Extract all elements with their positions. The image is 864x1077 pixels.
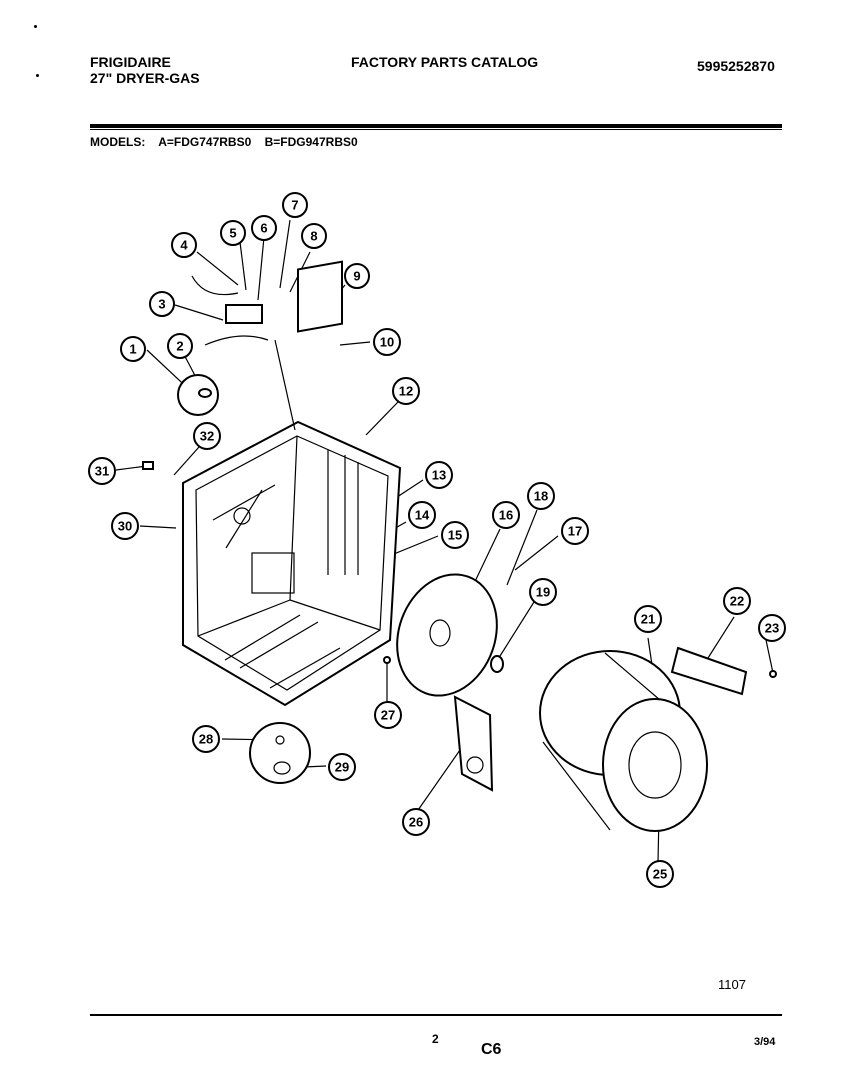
figure-code: 1107 bbox=[718, 977, 746, 992]
svg-text:32: 32 bbox=[200, 429, 214, 444]
callout-31: 31 bbox=[88, 457, 116, 485]
svg-text:5: 5 bbox=[229, 226, 236, 241]
svg-text:10: 10 bbox=[380, 335, 394, 350]
callout-6: 6 bbox=[251, 215, 277, 241]
svg-text:18: 18 bbox=[534, 489, 548, 504]
callout-16: 16 bbox=[492, 501, 520, 529]
scan-speck bbox=[34, 25, 37, 28]
svg-text:30: 30 bbox=[118, 519, 132, 534]
callout-28: 28 bbox=[192, 725, 220, 753]
svg-text:15: 15 bbox=[448, 528, 462, 543]
model-a: A=FDG747RBS0 bbox=[158, 135, 252, 149]
catalog-title: FACTORY PARTS CATALOG bbox=[351, 54, 539, 70]
svg-text:12: 12 bbox=[399, 384, 413, 399]
svg-text:4: 4 bbox=[180, 238, 188, 253]
callout-1: 1 bbox=[120, 336, 146, 362]
svg-text:16: 16 bbox=[499, 508, 513, 523]
svg-text:17: 17 bbox=[568, 524, 582, 539]
svg-text:22: 22 bbox=[730, 594, 744, 609]
svg-text:26: 26 bbox=[409, 815, 423, 830]
svg-text:25: 25 bbox=[653, 867, 667, 882]
callout-26: 26 bbox=[402, 808, 430, 836]
callout-4: 4 bbox=[171, 232, 197, 258]
callout-2: 2 bbox=[167, 333, 193, 359]
callout-19: 19 bbox=[529, 578, 557, 606]
svg-text:1: 1 bbox=[129, 342, 136, 357]
scan-speck bbox=[36, 74, 39, 77]
catalog-number: 5995252870 bbox=[697, 58, 775, 74]
callout-5: 5 bbox=[220, 220, 246, 246]
catalog-date: 3/94 bbox=[754, 1036, 776, 1048]
models-row: MODELS: A=FDG747RBS0 B=FDG947RBS0 bbox=[90, 135, 368, 149]
header-rule-thin bbox=[90, 129, 782, 130]
header-rule-thick bbox=[90, 124, 782, 128]
svg-text:14: 14 bbox=[415, 508, 430, 523]
models-label: MODELS: bbox=[90, 135, 146, 149]
callout-13: 13 bbox=[425, 461, 453, 489]
svg-text:23: 23 bbox=[765, 621, 779, 636]
svg-text:9: 9 bbox=[353, 269, 360, 284]
callout-25: 25 bbox=[646, 860, 674, 888]
callout-14: 14 bbox=[408, 501, 436, 529]
svg-text:29: 29 bbox=[335, 760, 349, 775]
svg-text:3: 3 bbox=[158, 297, 165, 312]
svg-text:13: 13 bbox=[432, 468, 446, 483]
callout-12: 12 bbox=[392, 377, 420, 405]
callout-32: 32 bbox=[193, 422, 221, 450]
svg-text:19: 19 bbox=[536, 585, 550, 600]
svg-text:27: 27 bbox=[381, 708, 395, 723]
callout-21: 21 bbox=[634, 605, 662, 633]
svg-text:8: 8 bbox=[310, 229, 317, 244]
callout-30: 30 bbox=[111, 512, 139, 540]
svg-text:6: 6 bbox=[260, 221, 267, 236]
svg-text:7: 7 bbox=[291, 198, 298, 213]
svg-text:2: 2 bbox=[176, 339, 183, 354]
callout-17: 17 bbox=[561, 517, 589, 545]
callout-22: 22 bbox=[723, 587, 751, 615]
callout-8: 8 bbox=[301, 223, 327, 249]
product-name: 27" DRYER-GAS bbox=[90, 70, 200, 86]
callout-3: 3 bbox=[149, 291, 175, 317]
cabinet bbox=[182, 420, 402, 707]
parts bbox=[142, 260, 777, 832]
svg-text:31: 31 bbox=[95, 464, 109, 479]
svg-text:21: 21 bbox=[641, 612, 655, 627]
callout-29: 29 bbox=[328, 753, 356, 781]
page-number: 2 bbox=[432, 1032, 439, 1046]
callout-23: 23 bbox=[758, 614, 786, 642]
callout-7: 7 bbox=[282, 192, 308, 218]
callout-27: 27 bbox=[374, 701, 402, 729]
model-b: B=FDG947RBS0 bbox=[264, 135, 358, 149]
svg-text:28: 28 bbox=[199, 732, 213, 747]
callout-15: 15 bbox=[441, 521, 469, 549]
section-code: C6 bbox=[481, 1041, 502, 1058]
footer-rule bbox=[90, 1014, 782, 1016]
brand-name: FRIGIDAIRE bbox=[90, 54, 171, 70]
callout-18: 18 bbox=[527, 482, 555, 510]
callout-9: 9 bbox=[344, 263, 370, 289]
callout-10: 10 bbox=[373, 328, 401, 356]
